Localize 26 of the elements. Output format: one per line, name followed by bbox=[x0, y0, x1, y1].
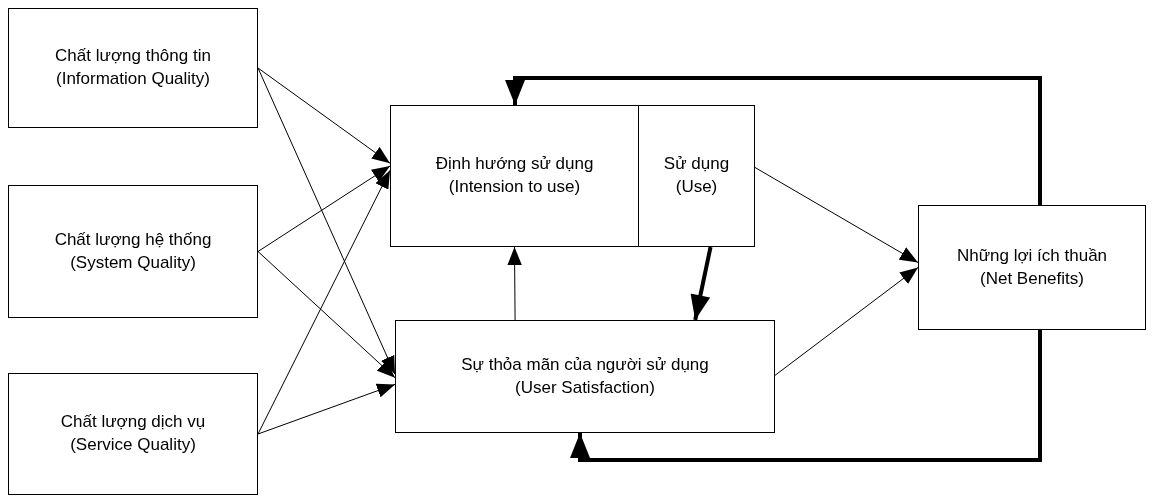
process-box bbox=[390, 105, 639, 247]
box-label: Chất lượng hệ thống (System Quality) bbox=[53, 228, 213, 274]
arrow bbox=[507, 246, 522, 321]
process-box bbox=[8, 185, 258, 318]
box-label: Chất lượng dịch vụ (Service Quality) bbox=[59, 411, 207, 456]
arrow bbox=[257, 67, 396, 375]
arrow bbox=[257, 165, 391, 252]
box-label: Chất lượng thông tin (Information Quality) bbox=[54, 45, 212, 90]
process-box bbox=[395, 320, 775, 433]
box-label: Định hướng sử dụng (Intension to use) bbox=[434, 153, 595, 198]
arrow bbox=[774, 267, 919, 376]
arrow bbox=[257, 67, 391, 164]
box-label: Sự thỏa mãn của người sử dụng (User Satisfaction) bbox=[460, 353, 710, 399]
arrow bbox=[257, 169, 391, 435]
arrow bbox=[505, 76, 1042, 205]
arrow bbox=[754, 167, 919, 263]
box-label: Những lợi ích thuần (Net Benefits) bbox=[955, 244, 1109, 290]
process-box bbox=[918, 205, 1146, 330]
arrow bbox=[257, 251, 396, 379]
arrow bbox=[257, 383, 396, 435]
process-box bbox=[8, 373, 258, 495]
process-box bbox=[638, 105, 755, 247]
arrow bbox=[690, 246, 713, 321]
arrow bbox=[570, 330, 1042, 462]
box-label: Sử dụng (Use) bbox=[662, 153, 731, 198]
process-box bbox=[8, 8, 258, 128]
